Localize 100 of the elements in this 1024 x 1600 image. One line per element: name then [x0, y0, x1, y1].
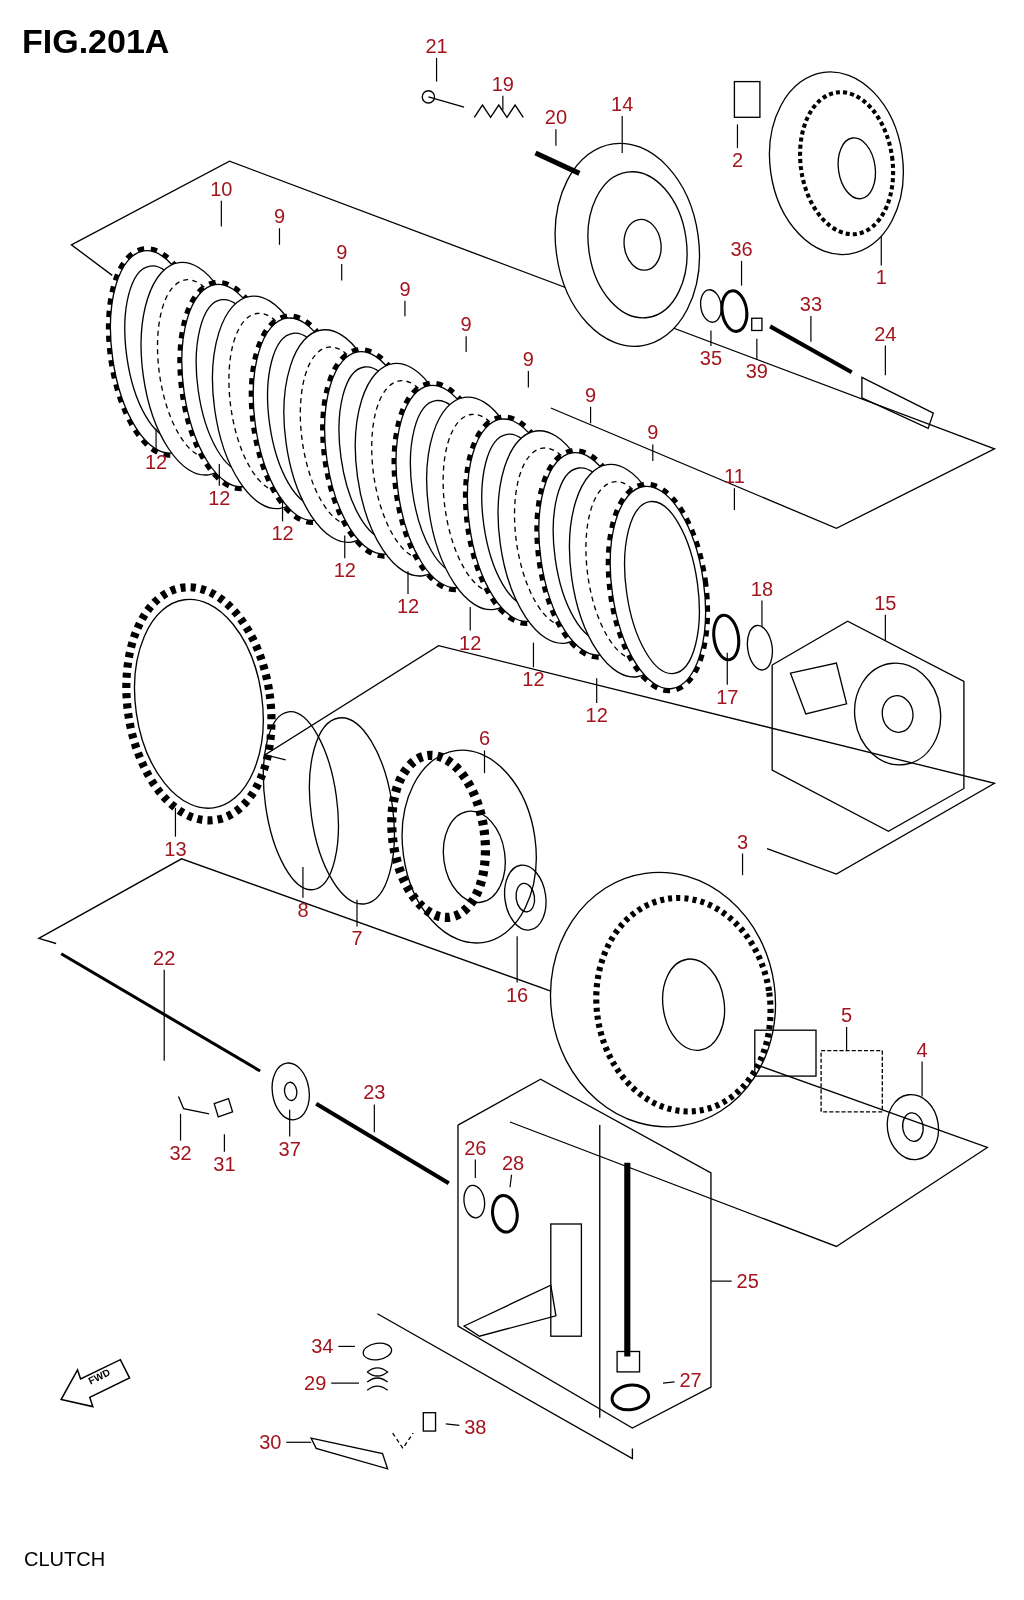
leader-line: [596, 677, 598, 704]
leader-line: [163, 969, 165, 1062]
callout-number: 12: [521, 669, 546, 690]
callout-number: 36: [729, 238, 754, 259]
leader-line: [710, 1280, 733, 1282]
figure-caption: CLUTCH: [24, 1548, 106, 1571]
callout-number: 12: [270, 523, 295, 544]
callout-number: 17: [715, 686, 740, 707]
callout-number: 15: [873, 592, 898, 613]
leader-line: [155, 427, 157, 451]
leader-line: [532, 642, 535, 668]
leader-line: [726, 652, 728, 686]
leader-line: [223, 1133, 225, 1153]
leader-line: [662, 1381, 676, 1384]
callout-number: 23: [362, 1082, 387, 1103]
callout-number: 14: [610, 94, 635, 115]
leader-line: [285, 1441, 312, 1443]
callout-number: 16: [505, 984, 530, 1005]
leader-line: [921, 1061, 923, 1098]
callout-number: 11: [723, 466, 746, 487]
callout-number: 18: [749, 578, 775, 599]
callout-number: 9: [272, 206, 287, 227]
leader-line: [174, 807, 177, 838]
callout-number: 19: [490, 73, 515, 94]
callout-number: 31: [212, 1153, 237, 1174]
leader-line: [218, 463, 220, 487]
leader-line: [330, 1382, 360, 1384]
leader-line: [527, 370, 529, 389]
callout-number: 27: [678, 1370, 703, 1391]
leader-line: [733, 487, 735, 511]
leader-line: [516, 935, 518, 984]
leader-line: [761, 599, 763, 628]
callout-number: 26: [463, 1137, 488, 1158]
leader-line: [555, 128, 557, 147]
leader-line: [289, 1109, 291, 1138]
leader-line: [435, 57, 438, 83]
callout-number: 21: [424, 35, 449, 56]
leader-line: [652, 443, 654, 462]
callout-number: 12: [332, 560, 357, 581]
leader-line: [469, 606, 471, 632]
leader-line: [846, 1026, 848, 1052]
callout-number: 8: [296, 899, 310, 920]
callout-number: 35: [698, 348, 724, 368]
leader-line: [356, 899, 358, 927]
callout-number: 34: [310, 1336, 335, 1357]
leader-line: [880, 236, 882, 267]
callout-number: 30: [258, 1432, 283, 1453]
callout-number: 12: [458, 632, 483, 653]
callout-number: 33: [798, 293, 823, 314]
callout-number: 20: [543, 107, 568, 128]
leader-line: [884, 344, 886, 376]
callout-number: 5: [840, 1004, 854, 1025]
callout-number: 12: [143, 452, 169, 473]
callout-number: 29: [303, 1373, 328, 1394]
callout-number: 1: [874, 267, 888, 288]
leader-line: [741, 852, 744, 876]
leader-line: [710, 329, 712, 347]
leader-line: [179, 1113, 182, 1142]
callout-number: 9: [398, 278, 412, 299]
leader-line: [621, 115, 623, 154]
leader-line: [302, 866, 304, 899]
callout-number: 6: [477, 728, 492, 749]
leader-line: [344, 534, 346, 559]
callout-number: 13: [163, 838, 188, 859]
callout-number: 7: [350, 928, 364, 949]
leader-line: [474, 1158, 476, 1179]
callout-number: 3: [736, 831, 750, 852]
leader-line: [590, 406, 592, 424]
callout-number: 32: [168, 1142, 193, 1163]
leader-line: [740, 260, 743, 287]
leader-line: [810, 315, 812, 343]
leader-line: [509, 1174, 513, 1188]
leader-line: [884, 614, 886, 642]
callout-number: 4: [915, 1039, 929, 1060]
callout-number: 9: [521, 349, 535, 370]
leader-line: [337, 1345, 356, 1347]
callout-number: 24: [873, 323, 898, 344]
callout-number: 2: [730, 150, 744, 171]
leader-line: [483, 749, 486, 774]
callout-number: 25: [735, 1271, 760, 1292]
leader-line: [407, 570, 409, 595]
callout-number: 22: [152, 947, 177, 968]
callout-number: 28: [500, 1152, 526, 1173]
leader-line: [281, 499, 284, 523]
callout-number: 12: [395, 595, 421, 616]
leader-line: [278, 227, 281, 246]
callout-number: 9: [459, 314, 473, 335]
callout-number: 39: [744, 361, 769, 382]
leader-line: [404, 300, 406, 317]
callout-number: 12: [207, 487, 232, 508]
leader-line: [445, 1423, 460, 1426]
callout-number: 10: [209, 178, 234, 199]
callout-number: 37: [277, 1138, 302, 1159]
leader-line: [502, 95, 504, 111]
callout-number: 9: [646, 422, 660, 443]
leader-line: [465, 335, 467, 353]
leader-line: [341, 263, 343, 282]
leader-line: [736, 123, 739, 149]
callout-number: 38: [463, 1416, 488, 1437]
leader-line: [373, 1103, 375, 1133]
